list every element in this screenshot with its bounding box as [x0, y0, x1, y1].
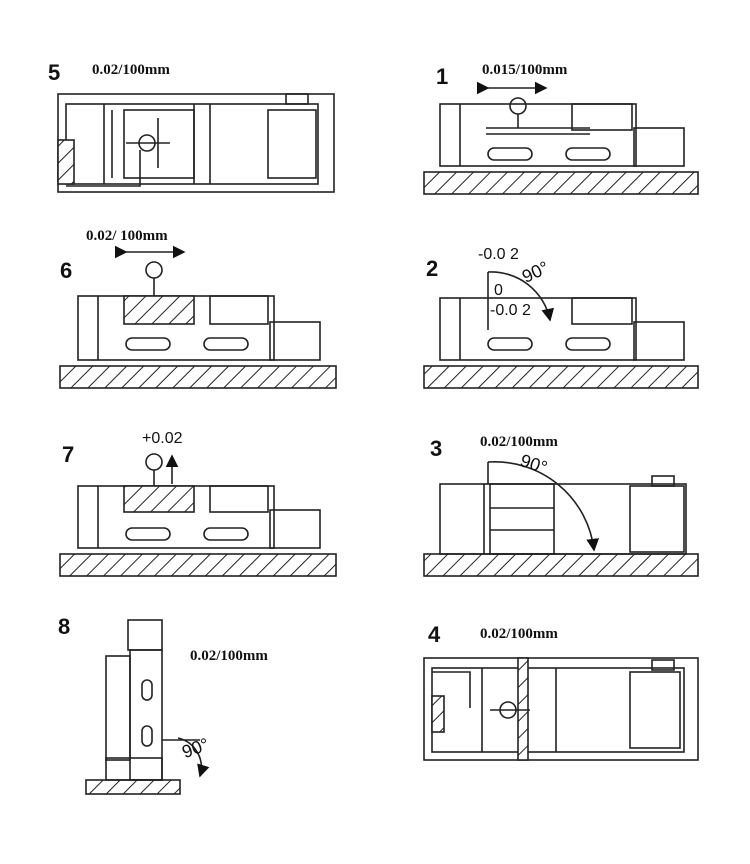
- figure-2-zero-reading: 0: [494, 282, 503, 299]
- figure-2-lower-reading: -0.0 2: [490, 302, 531, 319]
- figure-3-number: 3: [430, 436, 443, 461]
- figure-2-number: 2: [426, 256, 439, 281]
- figure-3-front-view: [423, 460, 699, 577]
- figure-4-top-view: [423, 657, 699, 761]
- figure-5-number: 5: [48, 60, 61, 85]
- figure-4-number: 4: [428, 622, 441, 647]
- figure-6-front-view: [59, 261, 337, 389]
- figure-1-tolerance: 0.015/100mm: [482, 62, 568, 78]
- figure-7-front-view: [59, 453, 337, 577]
- figure-5-tolerance: 0.02/100mm: [92, 62, 170, 78]
- figure-6-tolerance: 0.02/ 100mm: [86, 228, 168, 244]
- figure-1-number: 1: [436, 64, 449, 89]
- figure-2-upper-reading: -0.0 2: [478, 246, 519, 263]
- figure-8-number: 8: [58, 614, 71, 639]
- figure-7-number: 7: [62, 442, 75, 467]
- figure-4-tolerance: 0.02/100mm: [480, 626, 558, 642]
- figure-7-reading: +0.02: [142, 430, 183, 447]
- figure-6-number: 6: [60, 258, 73, 283]
- figure-3-tolerance: 0.02/100mm: [480, 434, 558, 450]
- figure-5-top-view: [57, 93, 335, 193]
- figure-1-front-view: [423, 97, 699, 195]
- figure-8-tolerance: 0.02/100mm: [190, 648, 268, 664]
- figure-8-side-view: [85, 619, 210, 795]
- figure-2-front-view: [423, 271, 699, 389]
